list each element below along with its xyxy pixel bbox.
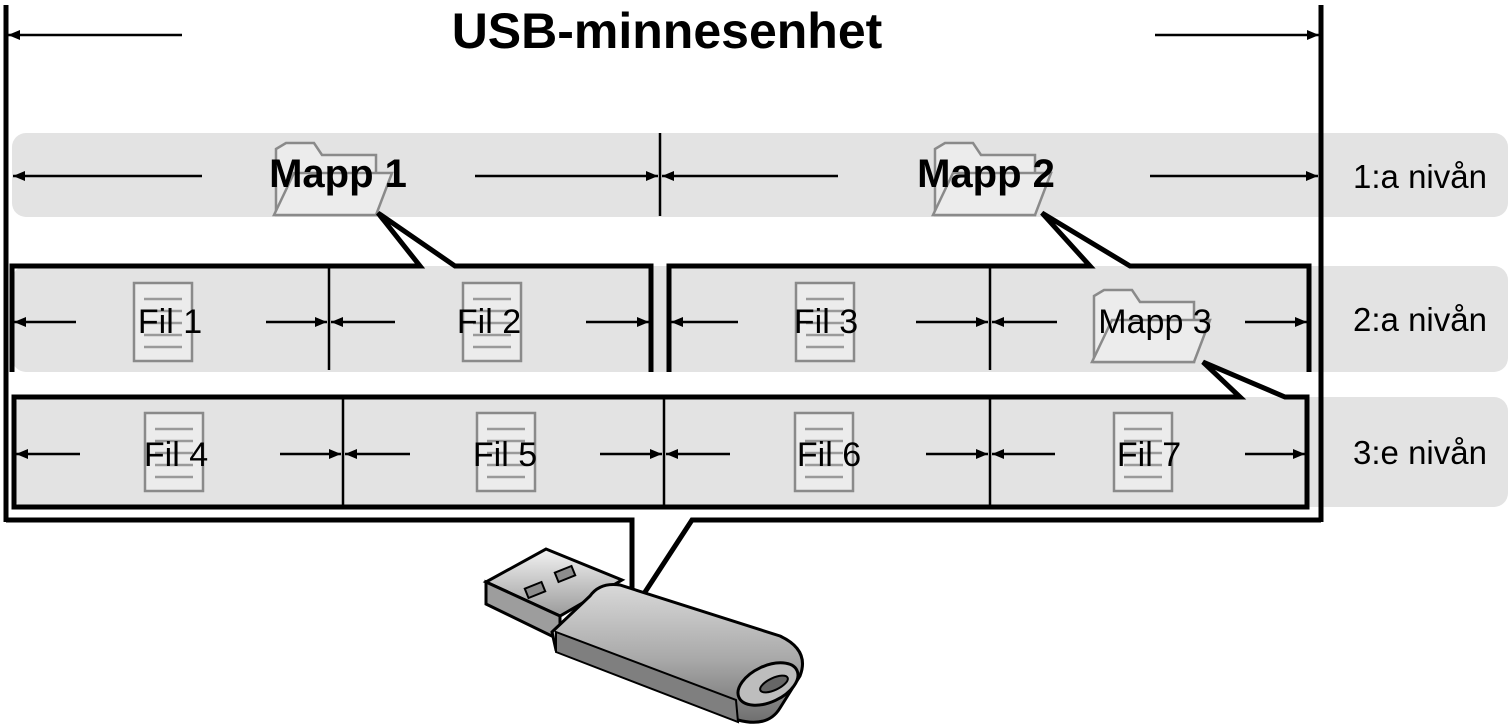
level2-item-4-label: Mapp 3 bbox=[1098, 303, 1211, 341]
document-icon bbox=[475, 411, 537, 493]
level2-item-1-label: Fil 1 bbox=[138, 303, 202, 341]
folder-icon bbox=[1090, 288, 1212, 364]
document-icon bbox=[143, 411, 205, 493]
level-1-label: 1:a nivån bbox=[1353, 158, 1487, 195]
level3-item-4-label: Fil 7 bbox=[1117, 436, 1181, 474]
folder-icon bbox=[931, 141, 1053, 217]
level3-item-3-label: Fil 6 bbox=[797, 436, 861, 474]
level-3-label: 3:e nivån bbox=[1353, 434, 1487, 471]
level1-item-1-label: Mapp 1 bbox=[269, 152, 407, 196]
level-3-band bbox=[12, 397, 1508, 507]
level2-item-3-label: Fil 3 bbox=[794, 303, 858, 341]
document-icon bbox=[793, 411, 855, 493]
level3-item-2-label: Fil 5 bbox=[473, 436, 537, 474]
mapp1-contents-box bbox=[9, 210, 654, 372]
folder-icon bbox=[272, 141, 394, 217]
level1-item-2-label: Mapp 2 bbox=[917, 152, 1055, 196]
diagram-title: USB-minnesenhet bbox=[452, 3, 883, 59]
document-icon bbox=[794, 281, 856, 363]
level2-item-2-label: Fil 2 bbox=[457, 303, 521, 341]
document-icon bbox=[132, 281, 194, 363]
mapp3-contents-box bbox=[11, 359, 1310, 510]
level-2-band bbox=[12, 266, 1508, 372]
document-icon bbox=[461, 281, 523, 363]
document-icon bbox=[1112, 411, 1174, 493]
level3-item-1-label: Fil 4 bbox=[144, 436, 208, 474]
mapp2-contents-box bbox=[666, 210, 1312, 372]
level-2-label: 2:a nivån bbox=[1353, 301, 1487, 338]
usb-stick-icon bbox=[482, 547, 804, 724]
